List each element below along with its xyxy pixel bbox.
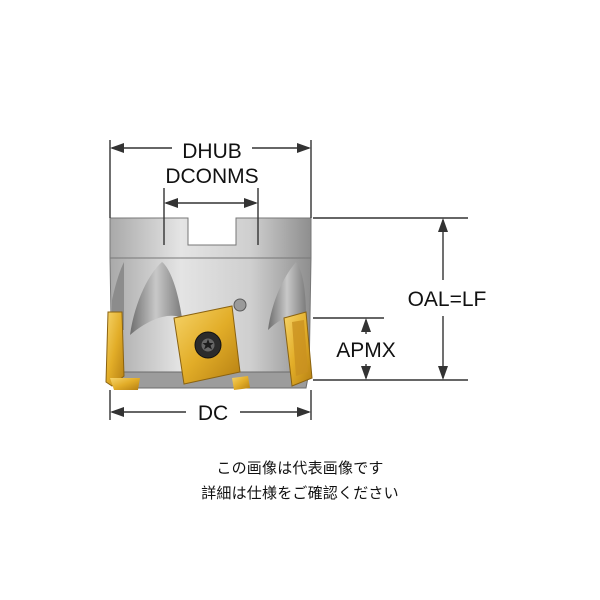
label-dc: DC xyxy=(198,402,228,425)
flute-1 xyxy=(130,262,182,335)
dimension-lines xyxy=(109,140,468,420)
label-oal-lf: OAL=LF xyxy=(408,288,487,311)
representative-image-note: この画像は代表画像です xyxy=(216,459,384,477)
dhub-arrow-right xyxy=(297,143,311,153)
clamp-screw-hole xyxy=(233,298,247,312)
apmx-arrow-top xyxy=(361,318,371,332)
inserts xyxy=(105,305,313,390)
dc-arrow-left xyxy=(110,407,124,417)
hub-with-keyway xyxy=(109,217,312,259)
label-dconms: DCONMS xyxy=(165,165,258,188)
oal-arrow-top xyxy=(438,218,448,232)
label-apmx: APMX xyxy=(336,339,396,362)
insert-tip-mid xyxy=(232,376,250,390)
dc-arrow-right xyxy=(297,407,311,417)
insert-left xyxy=(105,311,125,387)
insert-tip-left xyxy=(110,378,140,390)
dconms-arrow-left xyxy=(164,198,178,208)
flute-2 xyxy=(268,262,306,330)
torx-star xyxy=(202,339,214,350)
insert-right-facet xyxy=(292,320,308,376)
dconms-arrow-right xyxy=(244,198,258,208)
apmx-arrow-bottom xyxy=(361,366,371,380)
label-dhub: DHUB xyxy=(182,140,242,163)
dhub-arrow-left xyxy=(110,143,124,153)
oal-arrow-bottom xyxy=(438,366,448,380)
check-spec-note: 詳細は仕様をご確認ください xyxy=(201,484,399,502)
